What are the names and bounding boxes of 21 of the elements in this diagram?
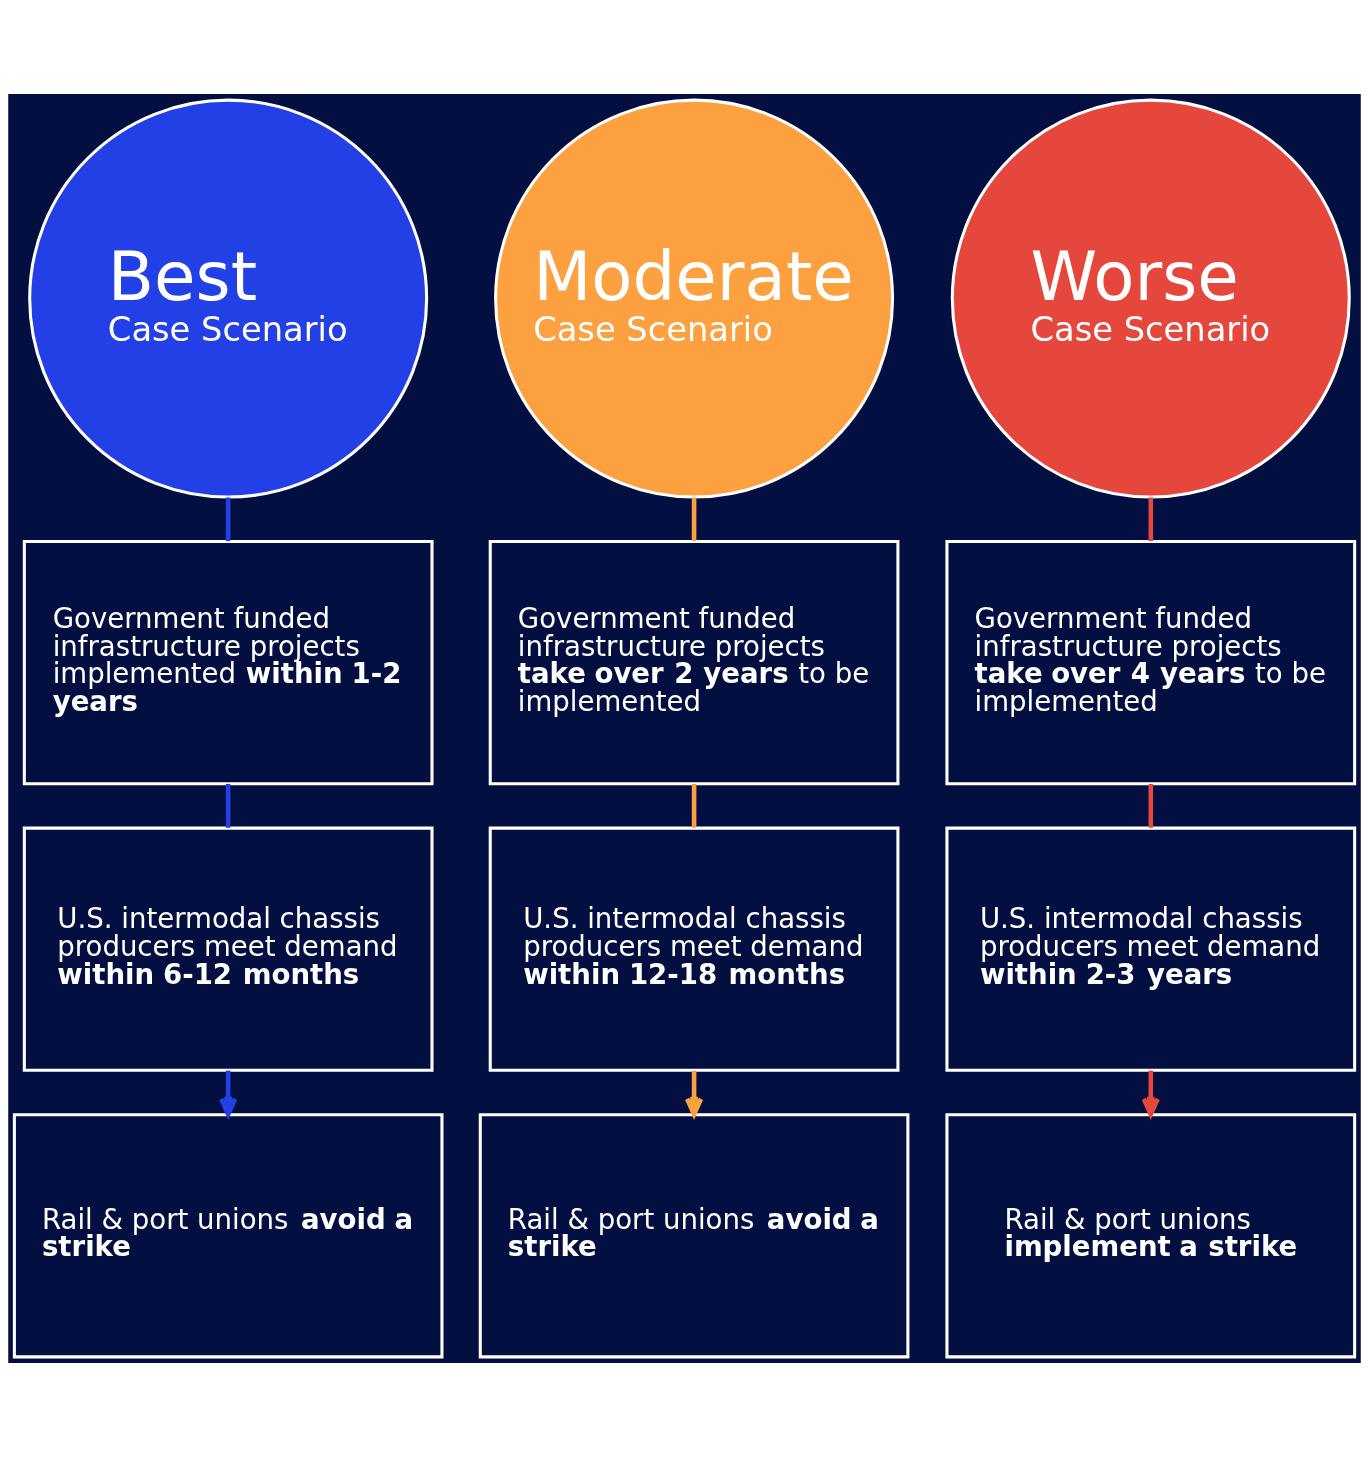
- arrow: [1141, 1070, 1160, 1117]
- node-box: U.S. intermodal chassis producers meet demand within 2-3 years: [945, 826, 1357, 1072]
- node-box: Rail & port unions implement a strike: [945, 1113, 1357, 1359]
- node-box: Government funded infrastructure projects take over 2 years to be implemented: [488, 540, 900, 786]
- connector: [691, 497, 697, 542]
- connector: [691, 783, 697, 828]
- node-box: U.S. intermodal chassis producers meet demand within 12-18 months: [488, 826, 900, 1072]
- node-box: Government funded infrastructure projects implemented within 1-2 years: [22, 540, 434, 786]
- node-circle: Moderate Case Scenario: [494, 98, 895, 499]
- node-box: Rail & port unions avoid a strike: [12, 1113, 444, 1359]
- arrow: [684, 1070, 704, 1117]
- node-circle: Best Case Scenario: [28, 98, 429, 499]
- connector: [225, 783, 231, 828]
- connector: [1148, 497, 1154, 542]
- arrow: [218, 1070, 238, 1117]
- connector: [225, 497, 231, 542]
- node-box: Government funded infrastructure projects take over 4 years to be implemented: [945, 540, 1357, 786]
- connector: [1148, 783, 1154, 828]
- node-box: U.S. intermodal chassis producers meet demand within 6-12 months: [22, 826, 434, 1072]
- node-circle: Worse Case Scenario: [950, 98, 1351, 499]
- node-box: Rail & port unions avoid a strike: [478, 1113, 910, 1359]
